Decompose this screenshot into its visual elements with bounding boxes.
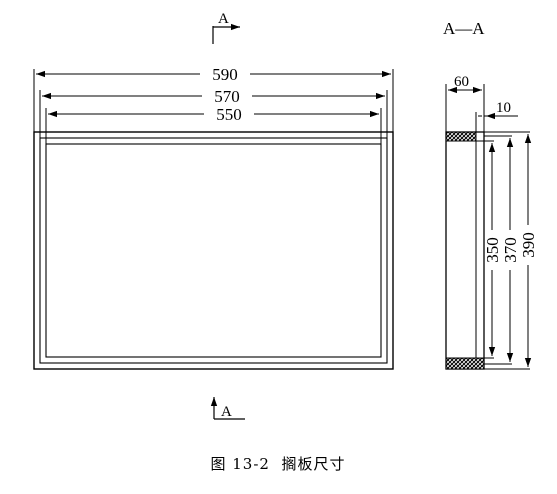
dimension-390: 390 bbox=[519, 134, 538, 367]
section-mark-bottom-label: A bbox=[221, 404, 232, 420]
hatched-section-bottom bbox=[445, 357, 485, 370]
figure-caption: 图 13-2 搁板尺寸 bbox=[210, 455, 345, 473]
section-mark-top: A bbox=[212, 11, 240, 44]
dimension-10: 10 bbox=[475, 100, 518, 132]
section-view-title: A—A bbox=[443, 19, 485, 38]
front-view: A 590 570 550 bbox=[33, 11, 394, 420]
dim-inner-height: 350 bbox=[483, 237, 502, 263]
dim-middle-height: 370 bbox=[501, 237, 520, 263]
panel-frame bbox=[33, 131, 394, 370]
dim-depth: 60 bbox=[454, 74, 469, 90]
dim-thickness: 10 bbox=[496, 100, 511, 116]
dim-outer-width: 590 bbox=[212, 65, 238, 84]
dimension-350: 350 bbox=[483, 143, 502, 356]
dim-middle-width: 570 bbox=[214, 87, 240, 106]
section-mark-bottom: A bbox=[210, 397, 245, 420]
dimension-590: 590 bbox=[33, 65, 394, 132]
dim-inner-width: 550 bbox=[216, 105, 242, 124]
section-mark-top-label: A bbox=[218, 11, 229, 27]
dimension-60: 60 bbox=[445, 74, 485, 132]
dim-outer-height: 390 bbox=[519, 232, 538, 258]
dimension-570: 570 bbox=[39, 87, 388, 138]
dimension-370: 370 bbox=[501, 138, 520, 362]
hatched-section-top bbox=[445, 131, 477, 142]
shelf-section bbox=[445, 131, 485, 370]
section-view: A—A 60 10 bbox=[443, 19, 538, 370]
